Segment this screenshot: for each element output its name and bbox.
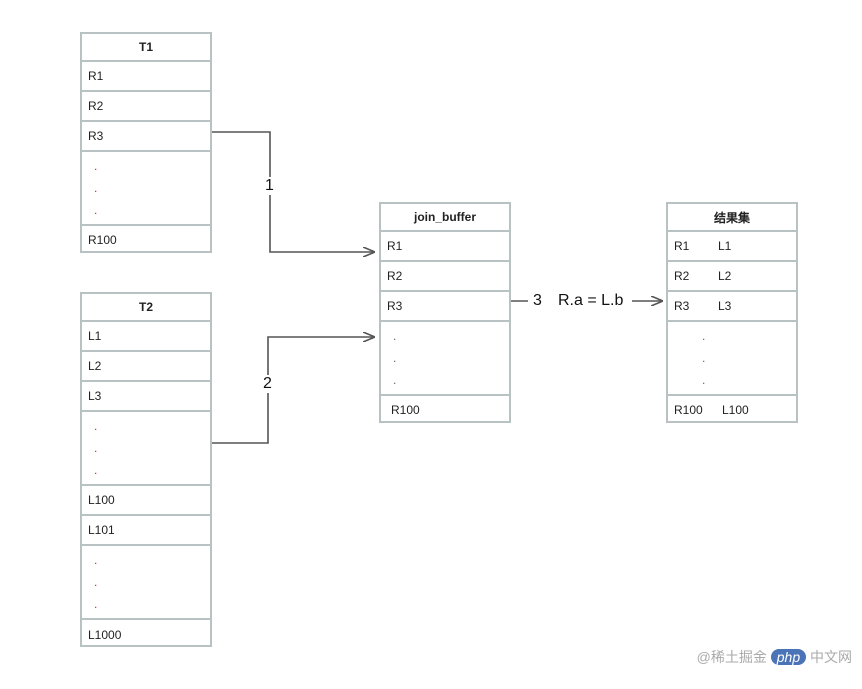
step-label-1: 1 (264, 177, 275, 195)
table-row: R3 (381, 292, 509, 322)
ellipsis-dot: . (94, 441, 98, 455)
table-row: R3 L3 (668, 292, 796, 322)
table-row: L101 (82, 516, 210, 546)
ellipsis-dot: . (94, 553, 98, 567)
table-t2: T2 L1 L2 L3 . . . L100 L101 . . . L1000 (80, 292, 212, 647)
ellipsis-dot: . (94, 597, 98, 611)
ellipsis-dot: . (94, 463, 98, 477)
watermark-text: @稀土掘金 (696, 649, 767, 665)
table-join-buffer-title: join_buffer (381, 204, 509, 232)
table-row: R2 (381, 262, 509, 292)
watermark-suffix: 中文网 (810, 649, 852, 665)
cell-right: L100 (722, 402, 749, 417)
ellipsis-rows: . . . (82, 152, 210, 226)
cell-right: L2 (718, 269, 732, 283)
table-row: R100 (88, 232, 117, 247)
table-result-set: 结果集 R1 L1 R2 L2 R3 L3 . . . R100 L100 (666, 202, 798, 423)
cell-left: R3 (674, 299, 690, 313)
ellipsis-dot: . (94, 181, 98, 195)
table-row: L1 (82, 322, 210, 352)
watermark-badge: php (770, 649, 807, 665)
ellipsis-dot: . (393, 373, 397, 387)
ellipsis-dot: . (702, 373, 706, 387)
table-t2-title: T2 (82, 294, 210, 322)
table-row: R100 L100 (668, 396, 796, 423)
ellipsis-rows: . . . (82, 412, 210, 486)
table-result-set-title: 结果集 (668, 204, 796, 232)
step-label-2: 2 (262, 375, 273, 393)
ellipsis-dot: . (702, 329, 706, 343)
arrow-t1-to-buffer (212, 131, 374, 252)
table-row: R2 (82, 92, 210, 122)
table-join-buffer: join_buffer R1 R2 R3 . . . R100 (379, 202, 511, 423)
watermark: @稀土掘金 php 中文网 (697, 647, 852, 667)
ellipsis-dot: . (702, 351, 706, 365)
table-row: L1000 (88, 627, 122, 642)
table-row: R100 (391, 402, 420, 417)
ellipsis-rows: . . . (668, 322, 796, 396)
table-t1: T1 R1 R2 R3 . . . R100 (80, 32, 212, 253)
cell-left: R100 (674, 402, 703, 417)
ellipsis-dot: . (393, 351, 397, 365)
table-row: R3 (82, 122, 210, 152)
table-row: R1 (82, 62, 210, 92)
table-t1-title: T1 (82, 34, 210, 62)
table-row: L2 (82, 352, 210, 382)
ellipsis-dot: . (94, 203, 98, 217)
join-condition: R.a = L.b (558, 292, 624, 309)
arrow-t2-to-buffer (212, 337, 374, 444)
step-label-3: 3 (533, 292, 542, 309)
ellipsis-dot: . (94, 419, 98, 433)
table-row: R1 (381, 232, 509, 262)
cell-right: L1 (718, 239, 732, 253)
ellipsis-dot: . (393, 329, 397, 343)
ellipsis-dot: . (94, 575, 98, 589)
table-row: R2 L2 (668, 262, 796, 292)
cell-left: R2 (674, 269, 690, 283)
cell-left: R1 (674, 239, 690, 253)
ellipsis-rows: . . . (82, 546, 210, 620)
table-row: L3 (82, 382, 210, 412)
ellipsis-dot: . (94, 159, 98, 173)
ellipsis-rows: . . . (381, 322, 509, 396)
cell-right: L3 (718, 299, 732, 313)
table-row: L100 (82, 486, 210, 516)
table-row: R1 L1 (668, 232, 796, 262)
